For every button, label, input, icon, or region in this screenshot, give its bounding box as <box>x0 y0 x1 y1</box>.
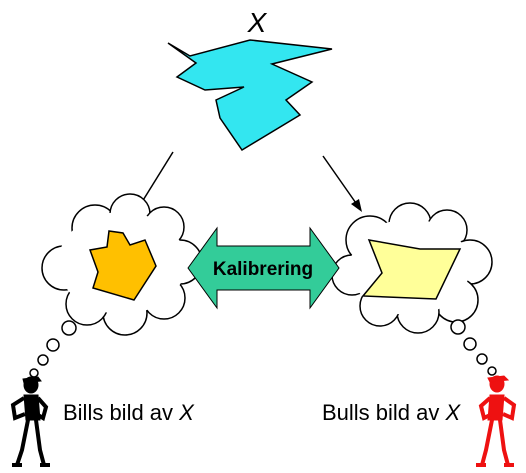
object-x-shape <box>167 39 333 152</box>
bill-figure-icon <box>10 376 50 467</box>
bill-image-shape <box>88 230 157 301</box>
bill-caption: Bills bild av X <box>63 400 195 425</box>
calibration-arrow <box>187 226 340 310</box>
bull-figure-icon <box>476 375 517 467</box>
calibration-label: Kalibrering <box>213 259 313 280</box>
bull-caption: Bulls bild av X <box>322 400 462 425</box>
arrow-to-bull <box>322 155 362 212</box>
object-label: X <box>247 7 268 38</box>
bull-image-shape <box>361 239 462 300</box>
